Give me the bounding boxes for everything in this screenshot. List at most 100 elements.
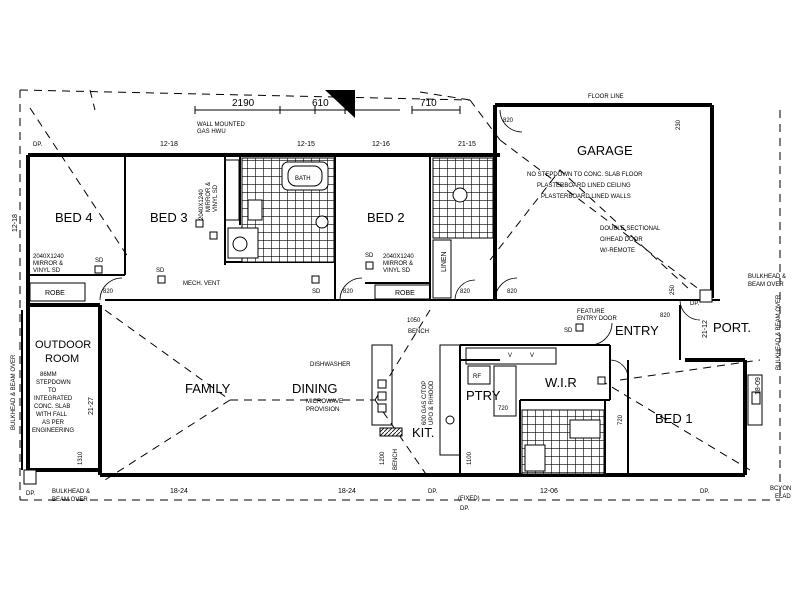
note-outdoor-6: WITH FALL [36, 412, 68, 418]
room-labels: BED 4 BED 3 BED 2 BED 1 GARAGE FAMILY DI… [35, 143, 751, 440]
note-garage-6: W/-REMOTE [600, 248, 635, 254]
dim-820-c: 820 [460, 289, 471, 295]
door-swings [27, 109, 701, 481]
note-dp-6: DP. [460, 506, 470, 512]
note-mech-vent: MECH. VENT [183, 281, 220, 287]
label-family: FAMILY [185, 381, 231, 396]
label-bed3: BED 3 [150, 210, 188, 225]
dim-720-b: 720 [618, 414, 624, 425]
note-cooktop-1: 600 GAS C/TOP [422, 381, 428, 425]
dim-18-24-b: 18-24 [338, 488, 356, 495]
dim-1310: 1310 [78, 451, 84, 465]
label-bed4: BED 4 [55, 210, 93, 225]
dim-12-06: 12-06 [540, 488, 558, 495]
label-robe-bed4: ROBE [45, 290, 65, 297]
note-outdoor-4: INTEGRATED [34, 396, 73, 402]
dim-12-16: 12-16 [372, 141, 390, 148]
note-wall-gas-2: GAS HWU [197, 129, 226, 135]
note-bed3-win-3: VINYL SD [213, 184, 219, 212]
note-bench-1: BENCH [408, 329, 429, 335]
note-bulkhead-right-1: BULKHEAD & [748, 274, 786, 280]
note-dp-5: DP. [690, 301, 700, 307]
robes [29, 159, 452, 302]
dim-720: 720 [498, 406, 509, 412]
dimension-labels: 2190 610 710 12-18 12-15 12-16 21-15 12-… [12, 98, 762, 495]
dim-18-09: 18-09 [755, 377, 762, 395]
dim-230: 230 [676, 119, 682, 130]
note-feature-2: ENTRY DOOR [577, 316, 617, 322]
note-bulkhead-right-2: BEAM OVER [748, 282, 784, 288]
note-dp-4: DP. [700, 489, 710, 495]
note-dp-1: DP. [33, 142, 43, 148]
label-garage: GARAGE [577, 143, 633, 158]
note-microwave-2: PROVISION [306, 407, 339, 413]
kitchen-bench [371, 344, 557, 456]
note-dp-3: DP. [428, 489, 438, 495]
dim-1050: 1050 [407, 318, 421, 324]
note-bench-2: BENCH [393, 449, 399, 470]
dim-12-18-left: 12-18 [12, 214, 19, 232]
note-bulkhead-bottom-1: BULKHEAD & [52, 489, 90, 495]
note-dp-2: DP. [26, 491, 36, 497]
note-bed2-win-1: 2040X1240 [383, 254, 414, 260]
note-bulkhead-bottom-2: BEAM OVER [52, 497, 88, 503]
label-entry: ENTRY [615, 323, 659, 338]
note-outdoor-8: ENGINEERING [32, 428, 74, 434]
interior-walls [28, 155, 720, 475]
note-bed4-win-3: VINYL SD [33, 268, 61, 274]
note-garage-5: O/HEAD DOOR [600, 237, 643, 243]
note-outdoor-5: CONC. SLAB [34, 404, 70, 410]
note-bed2-win-3: VINYL SD [383, 268, 411, 274]
note-v1: V [508, 353, 512, 359]
note-bed3-win-2: MIRROR & [206, 182, 212, 212]
dim-18-24-a: 18-24 [170, 488, 188, 495]
note-floor-line: FLOOR LINE [588, 94, 624, 100]
note-bed3-win-1: 2040X1240 [199, 189, 205, 220]
dimension-ticks [23, 90, 763, 485]
dim-2190: 2190 [232, 98, 255, 109]
note-bulkhead-vert-right: BULKHEAD & BEAM OVER [776, 294, 782, 370]
note-bed2-win-2: MIRROR & [383, 261, 413, 267]
note-microwave-1: MICROWAVE [306, 399, 343, 405]
label-wir: W.I.R [545, 375, 577, 390]
dim-12-15: 12-15 [297, 141, 315, 148]
dim-610: 610 [312, 98, 329, 109]
note-wall-gas-1: WALL MOUNTED [197, 122, 246, 128]
note-rf: RF [473, 374, 481, 380]
note-bottom-right-1: BCYON [770, 486, 791, 492]
label-outdoor-1: OUTDOOR [35, 339, 91, 351]
dim-1100: 1100 [467, 451, 473, 465]
note-bed4-win-1: 2040X1240 [33, 254, 64, 260]
ensuite-laundry [432, 157, 494, 239]
label-bath: BATH [295, 176, 311, 182]
note-outdoor-3: TO [48, 388, 57, 394]
label-linen: LINEN [441, 251, 448, 272]
note-garage-3: PLASTERBOARD LINED WALLS [541, 194, 631, 200]
note-bottom-right-2: ELAD [775, 494, 791, 500]
dim-21-15: 21-15 [458, 141, 476, 148]
note-outdoor-1: 86MM [40, 372, 57, 378]
label-dining: DINING [292, 381, 338, 396]
dim-21-12: 21-12 [702, 320, 709, 338]
dim-1200: 1200 [380, 451, 386, 465]
label-bed2: BED 2 [367, 210, 405, 225]
note-garage-4: DOUBLE SECTIONAL [600, 226, 661, 232]
dim-12-18-top: 12-18 [160, 141, 178, 148]
dim-820-a: 820 [103, 289, 114, 295]
note-v2: V [530, 353, 534, 359]
label-outdoor-2: ROOM [45, 353, 79, 365]
label-bed1: BED 1 [655, 411, 693, 426]
note-garage-1: NO STEPDOWN TO CONC. SLAB FLOOR [527, 172, 643, 178]
note-sd-1: SD [95, 258, 104, 264]
ensuite [521, 409, 605, 475]
label-kit: KIT. [412, 425, 434, 440]
note-feature-1: FEATURE [577, 309, 605, 315]
dim-250: 250 [670, 284, 676, 295]
smoke-detector-marks [94, 219, 606, 385]
dim-820-d: 820 [507, 289, 518, 295]
dim-820-e: 820 [503, 118, 514, 124]
note-dishwasher: DISHWASHER [310, 362, 351, 368]
note-sd-2: SD [156, 268, 165, 274]
roof-lines [19, 89, 781, 501]
